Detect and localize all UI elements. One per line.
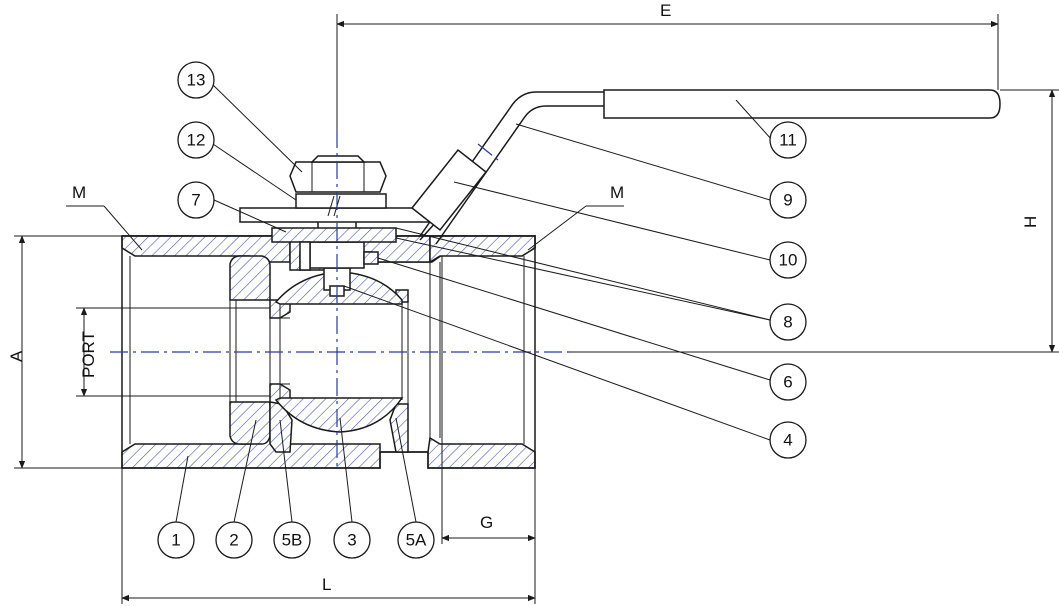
dim-label-e: E bbox=[660, 1, 671, 20]
balloon-11: 11 bbox=[769, 121, 807, 159]
balloon-12-text: 12 bbox=[187, 131, 206, 150]
dim-label-port: PORT bbox=[79, 331, 98, 378]
balloon-2: 2 bbox=[215, 521, 253, 559]
balloon-5b-text: 5B bbox=[282, 531, 303, 550]
balloon-6-text: 6 bbox=[783, 373, 792, 392]
balloon-12: 12 bbox=[177, 121, 215, 159]
balloon-10-text: 10 bbox=[779, 251, 798, 270]
balloon-7-text: 7 bbox=[191, 191, 200, 210]
balloon-5a-text: 5A bbox=[406, 531, 427, 550]
balloon-10: 10 bbox=[769, 241, 807, 279]
balloon-1: 1 bbox=[157, 521, 195, 559]
m-label-left: M bbox=[66, 183, 143, 251]
balloon-9: 9 bbox=[769, 181, 807, 219]
m-label-right: M bbox=[527, 183, 624, 251]
dim-label-a: A bbox=[7, 350, 26, 362]
balloon-3: 3 bbox=[333, 521, 371, 559]
balloon-4-text: 4 bbox=[783, 431, 792, 450]
valve-body bbox=[121, 235, 536, 469]
dim-label-g: G bbox=[480, 513, 493, 532]
balloon-11-text: 11 bbox=[779, 131, 797, 150]
balloon-4: 4 bbox=[769, 421, 807, 459]
m-right-text: M bbox=[610, 183, 624, 202]
balloon-3-text: 3 bbox=[347, 531, 356, 550]
balloon-13: 13 bbox=[177, 61, 215, 99]
balloon-5a: 5A bbox=[397, 521, 435, 559]
balloon-13-text: 13 bbox=[187, 71, 206, 90]
balloon-7: 7 bbox=[177, 181, 215, 219]
dim-label-h: H bbox=[1021, 216, 1040, 228]
balloon-5b: 5B bbox=[273, 521, 311, 559]
dim-label-l: L bbox=[322, 575, 331, 594]
handle-plate-nut bbox=[239, 155, 437, 241]
balloon-6: 6 bbox=[769, 363, 807, 401]
dimensions bbox=[14, 14, 1059, 604]
center-lines bbox=[110, 130, 570, 470]
balloon-9-text: 9 bbox=[783, 191, 792, 210]
end-cap bbox=[120, 255, 271, 445]
balloon-1-text: 1 bbox=[171, 531, 180, 550]
m-left-text: M bbox=[72, 183, 86, 202]
balloon-8-text: 8 bbox=[783, 313, 792, 332]
handle-lever bbox=[410, 89, 1001, 245]
balloon-8: 8 bbox=[769, 303, 807, 341]
balloon-leaders bbox=[175, 81, 773, 523]
gland-packing bbox=[271, 227, 397, 271]
balloon-2-text: 2 bbox=[229, 531, 238, 550]
